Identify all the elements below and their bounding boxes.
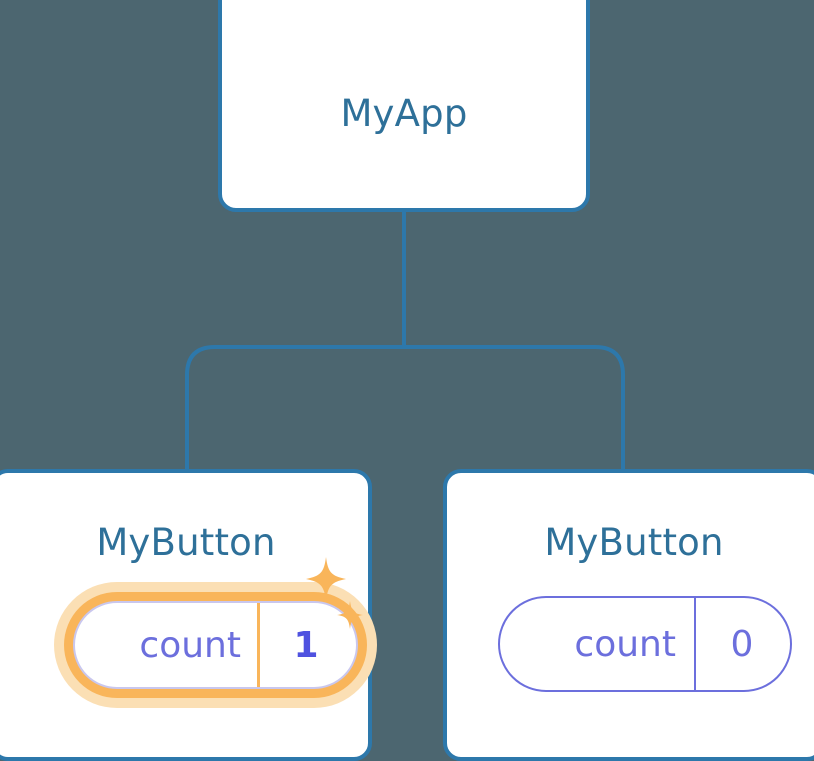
state-pill-right-wrapper: count 0 bbox=[498, 596, 792, 692]
state-pill-left-value: 1 bbox=[293, 624, 319, 666]
node-myapp[interactable]: MyApp bbox=[218, 0, 590, 212]
node-mybutton-left[interactable]: MyButton count 1 bbox=[0, 469, 377, 761]
node-myapp-title: MyApp bbox=[340, 92, 468, 135]
state-pill-left-divider bbox=[257, 603, 260, 687]
node-mybutton-left-title: MyButton bbox=[96, 521, 276, 564]
state-pill-left-wrapper: count 1 bbox=[54, 582, 377, 708]
state-pill-right-divider bbox=[694, 598, 696, 690]
node-mybutton-right-title: MyButton bbox=[544, 521, 724, 564]
state-pill-left[interactable]: count 1 bbox=[73, 601, 358, 689]
state-pill-right-key: count bbox=[574, 623, 676, 665]
state-pill-right[interactable]: count 0 bbox=[498, 596, 792, 692]
state-highlight-glow: count 1 bbox=[54, 582, 377, 708]
state-pill-left-key: count bbox=[139, 624, 241, 666]
node-mybutton-right[interactable]: MyButton count 0 bbox=[443, 469, 814, 761]
state-highlight-ring: count 1 bbox=[64, 592, 367, 698]
state-pill-right-value: 0 bbox=[730, 623, 754, 665]
connector-branch-bar bbox=[185, 345, 625, 470]
